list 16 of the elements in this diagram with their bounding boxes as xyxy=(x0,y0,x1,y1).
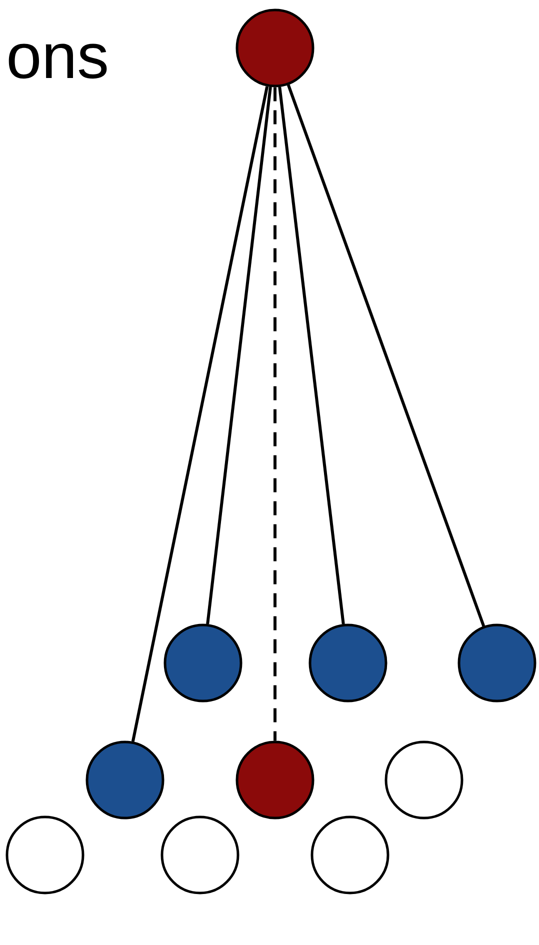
filled-circle xyxy=(236,8,314,88)
filled-circle xyxy=(86,740,164,820)
connector-line xyxy=(131,86,269,742)
empty-circle xyxy=(6,816,84,894)
connector-line xyxy=(286,84,486,627)
connector-line xyxy=(206,86,272,624)
empty-circle xyxy=(384,740,464,820)
empty-circle xyxy=(160,816,240,894)
connector-line xyxy=(278,86,345,624)
filled-circle xyxy=(164,624,242,702)
filled-circle xyxy=(308,624,388,702)
filled-circle xyxy=(458,624,536,702)
filled-circle xyxy=(236,740,314,820)
cut-off-text: ons xyxy=(8,44,107,79)
empty-circle xyxy=(310,816,390,894)
connector-line xyxy=(274,87,276,741)
